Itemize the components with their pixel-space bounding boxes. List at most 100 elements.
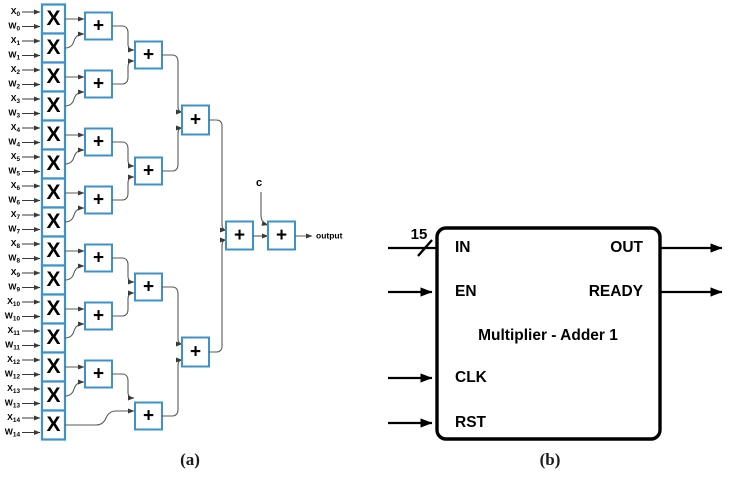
input-label-x5: X5 <box>11 151 21 162</box>
multiplier-symbol: X <box>46 123 60 146</box>
input-label-w14: W14 <box>5 427 21 438</box>
port-label-out: OUT <box>610 239 643 256</box>
input-label-x10: X10 <box>7 296 20 307</box>
input-labels: X0W0X1W1X2W2X3W3X4W4X5W5X6W6X7W7X8W8X9W9… <box>5 6 21 438</box>
multiplier-symbol: X <box>46 326 60 349</box>
adder-symbol: + <box>93 364 104 385</box>
multiplier-symbol: X <box>46 152 60 175</box>
multiplier-block: X <box>40 3 67 35</box>
adder-block: + <box>181 336 210 368</box>
multiplier-symbol: X <box>46 355 60 378</box>
multiplier-symbol: X <box>46 413 60 436</box>
panel-b-rtl-block: 15 IN EN CLK RST OUT READY Multiplier - … <box>388 226 723 441</box>
input-label-x14: X14 <box>7 412 20 423</box>
block-outline <box>435 226 662 441</box>
input-label-x7: X7 <box>11 209 21 220</box>
input-label-x2: X2 <box>11 64 21 75</box>
input-label-w12: W12 <box>5 369 21 380</box>
adder-symbol: + <box>143 406 154 427</box>
multiplier-block: X <box>40 206 67 238</box>
adder-block: + <box>134 401 163 431</box>
input-label-x0: X0 <box>11 6 21 17</box>
port-label-ready: READY <box>589 283 644 300</box>
port-label-en: EN <box>455 283 477 300</box>
input-label-w1: W1 <box>8 50 20 61</box>
input-label-w13: W13 <box>5 398 21 409</box>
multiplier-block: X <box>40 351 67 383</box>
input-label-w6: W6 <box>8 195 20 206</box>
input-arrows <box>22 9 41 436</box>
multiplier-symbol: X <box>46 297 60 320</box>
multiplier-symbol: X <box>46 239 60 262</box>
input-label-x9: X9 <box>11 267 21 278</box>
adder-symbol: + <box>190 110 201 131</box>
multiplier-block: X <box>40 61 67 93</box>
multiplier-symbol: X <box>46 210 60 233</box>
input-label-x1: X1 <box>11 35 21 46</box>
adder-block: + <box>84 243 113 273</box>
adder-block: + <box>225 220 254 251</box>
adder-level-3: + + <box>181 104 210 368</box>
input-label-w3: W3 <box>8 108 20 119</box>
input-label-w2: W2 <box>8 79 20 90</box>
port-label-in: IN <box>455 239 471 256</box>
wire-x14-bypass <box>65 408 135 426</box>
input-label-w7: W7 <box>8 224 20 235</box>
input-label-w10: W10 <box>5 311 21 322</box>
panel-a-mac-dataflow: X X X X X <box>5 3 343 441</box>
bias-input-label: c <box>256 177 262 189</box>
port-label-clk: CLK <box>455 369 488 386</box>
multiplier-block: X <box>40 235 67 267</box>
caption-panel-b: (b) <box>539 450 561 469</box>
multiplier-block: X <box>40 409 67 441</box>
input-label-x13: X13 <box>7 383 20 394</box>
bus-width-label: 15 <box>411 226 428 243</box>
multiplier-block: X <box>40 177 67 209</box>
adder-block: + <box>84 185 113 215</box>
adder-bias: + <box>267 220 296 251</box>
adder-level-4: + <box>225 220 254 251</box>
input-label-x3: X3 <box>11 93 21 104</box>
adder-symbol: + <box>93 132 104 153</box>
wires-bias-stage <box>253 192 269 239</box>
multiplier-block: X <box>40 148 67 180</box>
wires-l1-to-l2 <box>112 25 135 401</box>
multiplier-symbol: X <box>46 268 60 291</box>
wires-l2-to-l3 <box>162 54 183 417</box>
multiplier-symbol: X <box>46 7 60 30</box>
adder-block: + <box>267 220 296 251</box>
adder-symbol: + <box>190 342 201 363</box>
port-label-rst: RST <box>455 414 487 431</box>
adder-symbol: + <box>143 45 154 66</box>
block-title: Multiplier - Adder 1 <box>478 327 618 344</box>
multiplier-block: X <box>40 32 67 64</box>
adder-block: + <box>84 69 113 99</box>
adder-block: + <box>84 127 113 157</box>
wires-l3-to-l4 <box>209 119 227 353</box>
wires-mult-to-l1 <box>64 16 85 397</box>
multiplier-symbol: X <box>46 181 60 204</box>
multiplier-block: X <box>40 264 67 296</box>
adder-symbol: + <box>276 225 287 246</box>
adder-block: + <box>84 11 113 41</box>
adder-symbol: + <box>93 248 104 269</box>
multiplier-block: X <box>40 380 67 412</box>
adder-block: + <box>181 104 210 136</box>
multiplier-symbol: X <box>46 94 60 117</box>
input-label-w11: W11 <box>5 340 20 351</box>
input-label-w4: W4 <box>8 137 20 148</box>
input-label-w9: W9 <box>8 282 20 293</box>
bus-slash-icon <box>417 239 433 257</box>
multiplier-block: X <box>40 293 67 325</box>
input-label-x12: X12 <box>7 354 20 365</box>
multiplier-block: X <box>40 119 67 151</box>
adder-symbol: + <box>93 74 104 95</box>
adder-level-1: + + + + + <box>84 11 113 389</box>
adder-symbol: + <box>143 277 154 298</box>
adder-symbol: + <box>93 190 104 211</box>
caption-panel-a: (a) <box>180 450 200 469</box>
input-label-w0: W0 <box>8 21 20 32</box>
adder-block: + <box>84 301 113 331</box>
